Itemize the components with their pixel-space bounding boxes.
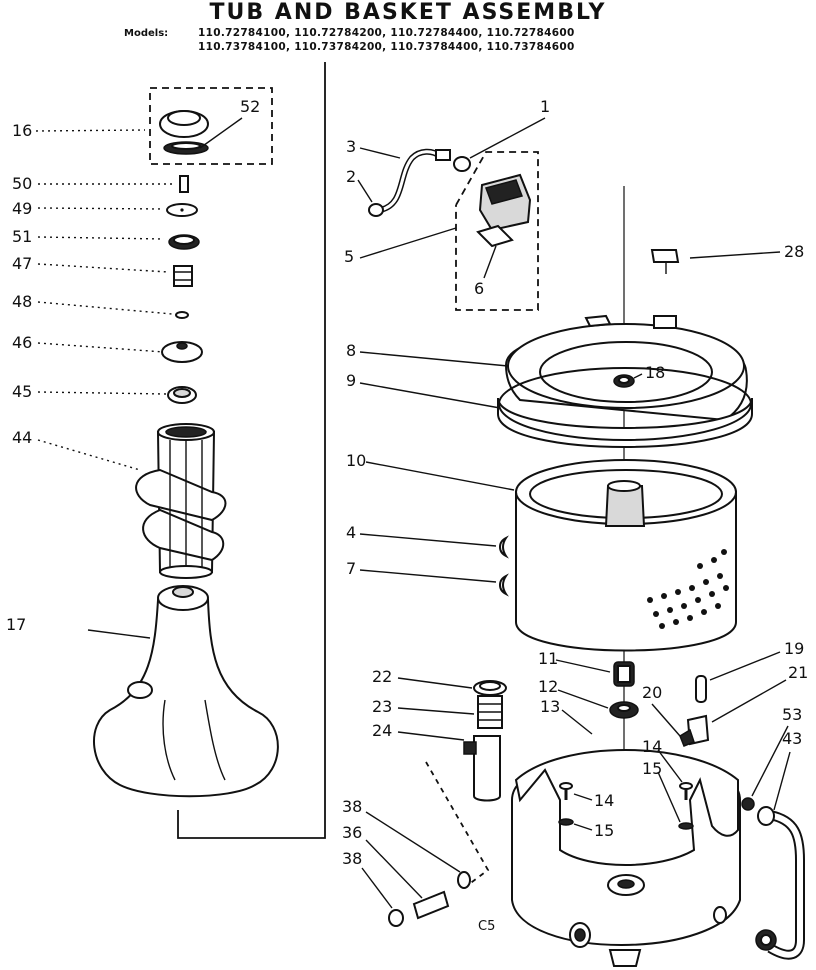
callout-18: 18 — [645, 363, 665, 382]
callout-3: 3 — [346, 137, 356, 156]
part-38-clip-upper — [457, 871, 471, 889]
callout-23: 23 — [372, 697, 392, 716]
part-13-outer-tub — [511, 749, 741, 967]
part-46-dog — [161, 341, 203, 363]
callout-9: 9 — [346, 371, 356, 390]
callout-52: 52 — [240, 97, 260, 116]
part-44-auger — [135, 423, 227, 579]
diagram-title: TUB AND BASKET ASSEMBLY — [210, 0, 607, 25]
callout-10: 10 — [346, 451, 366, 470]
callout-20: 20 — [642, 683, 662, 702]
part-12-seal — [609, 701, 639, 719]
part-36-connector — [412, 890, 450, 920]
part-17-agitator-base — [93, 585, 279, 798]
callout-2: 2 — [346, 167, 356, 186]
part-15-washer-left — [558, 818, 574, 826]
models-line-1: 110.72784100, 110.72784200, 110.72784400… — [198, 27, 575, 39]
callout-21: 21 — [788, 663, 808, 682]
part-47-spring-clip — [173, 265, 193, 287]
callout-14-right: 14 — [642, 737, 662, 756]
callout-47: 47 — [12, 254, 32, 273]
dashed-box-16 — [149, 87, 273, 165]
callout-5: 5 — [344, 247, 354, 266]
callout-13: 13 — [540, 697, 560, 716]
callout-14-left: 14 — [594, 791, 614, 810]
callout-15-left: 15 — [594, 821, 614, 840]
callout-36: 36 — [342, 823, 362, 842]
part-38-clip-lower — [388, 909, 404, 927]
callout-22: 22 — [372, 667, 392, 686]
callout-51: 51 — [12, 227, 32, 246]
callout-45: 45 — [12, 382, 32, 401]
part-14-screw-left — [559, 782, 573, 800]
models-line-2: 110.73784100, 110.73784200, 110.73784400… — [198, 41, 575, 53]
callout-6: 6 — [474, 279, 484, 298]
part-21-bracket — [679, 714, 710, 747]
callout-11: 11 — [538, 649, 558, 668]
part-48-ring — [175, 311, 189, 319]
part-11-hub — [613, 661, 635, 687]
part-53-clamp — [741, 797, 755, 811]
agitator-group-bracket — [177, 62, 326, 839]
part-43-drain-hose — [755, 806, 805, 960]
part-9-tub-ring — [497, 367, 753, 448]
callout-50: 50 — [12, 174, 32, 193]
callout-43: 43 — [782, 729, 802, 748]
part-14-screw-right — [679, 782, 693, 800]
part-8-tub-cover — [504, 314, 748, 422]
part-5-dispenser-group — [455, 151, 539, 311]
callout-38-top: 38 — [342, 797, 362, 816]
callout-53: 53 — [782, 705, 802, 724]
callout-7: 7 — [346, 559, 356, 578]
callout-49: 49 — [12, 199, 32, 218]
callout-24: 24 — [372, 721, 392, 740]
callout-8: 8 — [346, 341, 356, 360]
part-2-clamp — [368, 203, 384, 217]
part-15-washer-right — [678, 822, 694, 830]
page-code: C5 — [478, 919, 495, 934]
callout-4: 4 — [346, 523, 356, 542]
part-6-clip — [476, 224, 514, 248]
models-label: Models: — [124, 28, 168, 39]
callout-38-bottom: 38 — [342, 849, 362, 868]
part-1-ring — [453, 156, 471, 172]
callout-12: 12 — [538, 677, 558, 696]
part-7-clip — [499, 573, 509, 597]
part-4-clip — [499, 535, 509, 559]
part-28-bracket — [650, 249, 680, 263]
part-3-fill-hose — [379, 148, 451, 213]
callout-44: 44 — [12, 428, 32, 447]
callout-19: 19 — [784, 639, 804, 658]
callout-28: 28 — [784, 242, 804, 261]
part-19-pin — [695, 675, 707, 703]
part-16-cap-group — [149, 87, 273, 165]
callout-17: 17 — [6, 615, 26, 634]
callout-15-right: 15 — [642, 759, 662, 778]
callout-1: 1 — [540, 97, 550, 116]
callout-48: 48 — [12, 292, 32, 311]
agitator-cap-top — [167, 110, 201, 126]
callout-46: 46 — [12, 333, 32, 352]
part-10-basket — [515, 459, 737, 652]
part-22-23-24-pump-parts — [463, 680, 507, 802]
part-50-bolt — [179, 175, 189, 193]
callout-16: 16 — [12, 121, 32, 140]
